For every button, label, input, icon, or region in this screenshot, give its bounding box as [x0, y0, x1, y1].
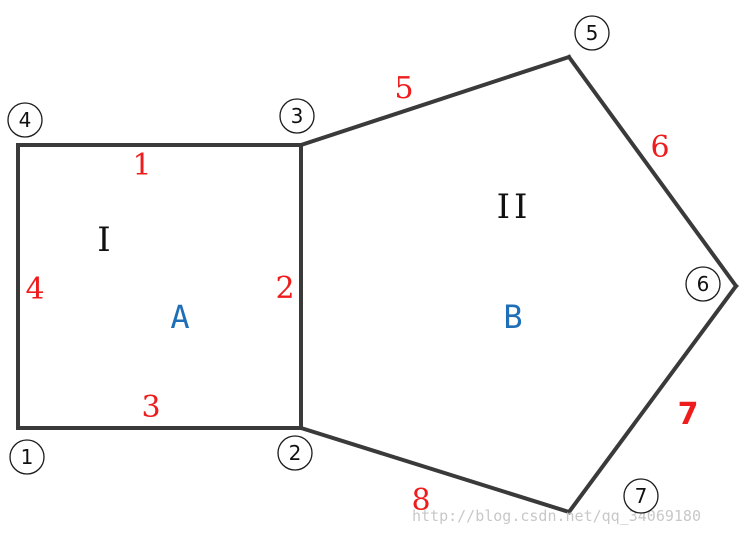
nodes: 1 2 3 4 5 6 7 — [7, 15, 721, 514]
edge-label-6: 6 — [650, 130, 669, 165]
region-b-roman-label: II — [497, 187, 532, 227]
region-b-letter-label: B — [503, 298, 522, 336]
edge-label-2: 2 — [275, 271, 294, 306]
node-7: 7 — [623, 478, 659, 514]
node-5: 5 — [574, 15, 610, 51]
edge-label-4: 4 — [25, 272, 44, 307]
region-a-letter-label: A — [170, 298, 189, 336]
node-1-label: 1 — [21, 445, 34, 469]
node-5-label: 5 — [586, 21, 599, 45]
edge-labels: 1 2 3 4 5 6 7 8 — [25, 71, 698, 518]
edge-label-8: 8 — [411, 483, 430, 518]
node-2: 2 — [277, 435, 313, 471]
edge-6-line — [566, 54, 739, 289]
region-labels: I A II B — [97, 187, 532, 336]
edges — [16, 54, 739, 515]
edge-5-line — [298, 54, 572, 148]
region-a-roman-label: I — [97, 220, 110, 260]
edge-label-3: 3 — [141, 390, 160, 425]
node-1: 1 — [9, 439, 45, 475]
node-3: 3 — [279, 98, 315, 134]
node-3-label: 3 — [291, 104, 304, 128]
edge-label-7: 7 — [678, 397, 699, 432]
node-6-label: 6 — [697, 272, 710, 296]
node-4-label: 4 — [19, 108, 32, 132]
edge-8-line — [298, 425, 572, 515]
node-7-label: 7 — [635, 484, 648, 508]
node-6: 6 — [685, 266, 721, 302]
edge-7-line — [566, 283, 739, 515]
node-2-label: 2 — [289, 441, 302, 465]
edge-label-1: 1 — [132, 148, 151, 183]
node-4: 4 — [7, 102, 43, 138]
watermark-text: http://blog.csdn.net/qq_34069180 — [412, 507, 701, 525]
edge-label-5: 5 — [394, 71, 413, 106]
